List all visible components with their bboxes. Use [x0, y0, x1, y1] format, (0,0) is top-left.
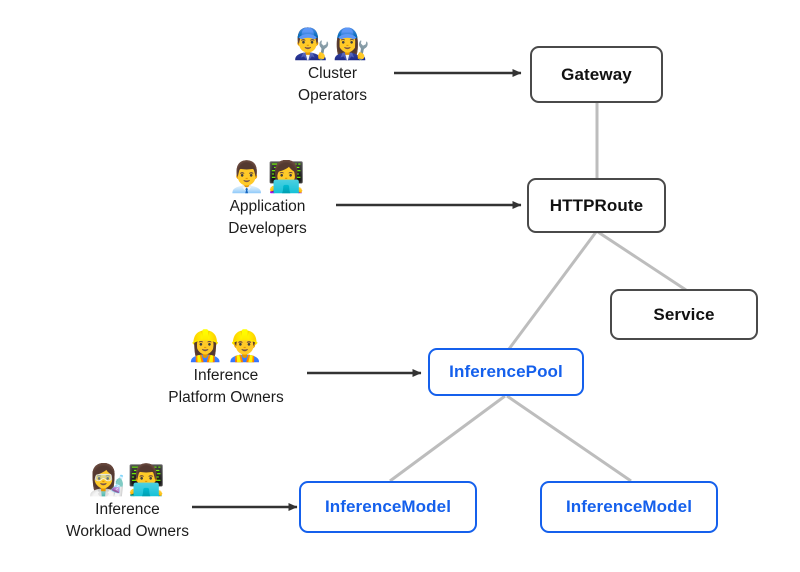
node-label: HTTPRoute	[549, 195, 644, 215]
link-httproute-service	[597, 230, 687, 292]
link-inferencepool-inferencemodel-right	[506, 394, 632, 483]
node-label: Gateway	[561, 64, 632, 84]
persona-label-line2: Workload Owners	[66, 523, 189, 540]
persona-label-line2: Developers	[228, 220, 307, 237]
node-inferencemodel-left[interactable]: InferenceModel	[299, 481, 477, 533]
persona-label-line1: Cluster	[307, 65, 358, 82]
node-label: InferenceModel	[565, 497, 693, 516]
node-label: InferenceModel	[324, 497, 452, 516]
persona-inference-platform-owners: 👷‍♀️👷‍♂️ Inference Platform Owners	[141, 330, 311, 408]
node-httproute[interactable]: HTTPRoute	[527, 178, 666, 233]
persona-label-line1: Inference	[95, 501, 160, 518]
node-inferencepool[interactable]: InferencePool	[428, 348, 584, 396]
node-service[interactable]: Service	[610, 289, 758, 340]
persona-cluster-operators: 👨‍🔧👩‍🔧 Cluster Operators	[255, 28, 410, 106]
link-httproute-inferencepool	[507, 231, 598, 350]
persona-application-developers: 👨‍💼👩‍💻 Application Developers	[190, 161, 345, 239]
node-label: Service	[653, 304, 715, 324]
node-label: InferencePool	[449, 362, 563, 381]
node-gateway[interactable]: Gateway	[530, 46, 663, 103]
persona-label-line2: Operators	[298, 87, 367, 104]
persona-label-line1: Inference	[193, 367, 259, 384]
mechanic-pair-icon: 👨‍🔧👩‍🔧	[293, 27, 372, 62]
persona-label-line2: Platform Owners	[168, 389, 284, 406]
construction-worker-pair-icon: 👷‍♀️👷‍♂️	[186, 329, 266, 364]
node-inferencemodel-right[interactable]: InferenceModel	[540, 481, 718, 533]
office-worker-technologist-pair-icon: 👨‍💼👩‍💻	[228, 160, 307, 195]
scientist-technologist-pair-icon: 👩‍🔬👨‍💻	[88, 463, 167, 498]
link-inferencepool-inferencemodel-left	[389, 394, 506, 483]
persona-inference-workload-owners: 👩‍🔬👨‍💻 Inference Workload Owners	[40, 464, 215, 542]
persona-label-line1: Application	[229, 198, 306, 215]
